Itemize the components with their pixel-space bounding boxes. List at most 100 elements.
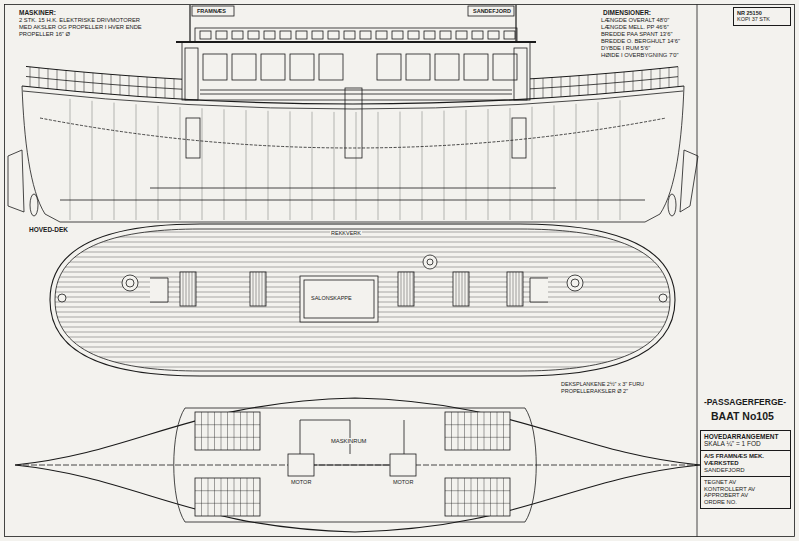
stanchion [156, 78, 157, 98]
skylight [304, 280, 374, 318]
stanchion [93, 73, 94, 93]
hull-frame [422, 111, 423, 220]
bench-slat [462, 272, 463, 306]
bench-slat [468, 272, 469, 306]
battery-cell [195, 424, 260, 425]
hull-frame [400, 112, 401, 220]
cell-text: KONTROLLERT AV [704, 486, 787, 493]
window [203, 54, 227, 80]
bench-grating [250, 272, 266, 306]
dimension: LÆNGDE MELL. PP 46'6" [600, 24, 670, 30]
deck-plank [50, 262, 675, 263]
battery-block [195, 478, 260, 516]
bench-grating [507, 272, 523, 306]
bench-slat [262, 272, 263, 306]
propeller [30, 194, 38, 216]
door [185, 48, 198, 100]
stanchion [633, 71, 634, 91]
bench [200, 90, 512, 91]
hull-frame [224, 109, 225, 220]
dimension: HØIDE I OVERBYGNING 7'0" [600, 52, 680, 58]
window [464, 54, 488, 80]
bench-slat [410, 272, 411, 306]
clerestory-window [360, 31, 371, 39]
stanchion [642, 70, 643, 90]
part-name: SALONSKAPPE [310, 295, 353, 301]
battery-cell [497, 478, 498, 516]
battery-cell [195, 490, 260, 491]
hull-frame [114, 103, 115, 220]
clerestory-window [264, 31, 275, 39]
rudder [680, 150, 698, 212]
clerestory-window [328, 31, 339, 39]
battery-cell [490, 412, 491, 450]
stanchion [138, 76, 139, 96]
cell-text: SKALA ¼" = 1 FOD [704, 440, 787, 447]
clerestory-window [408, 31, 419, 39]
hull-frame [92, 101, 93, 220]
stanchion [660, 69, 661, 89]
battery-cell [445, 503, 510, 504]
stanchion [66, 70, 67, 90]
deck-plank [50, 357, 675, 358]
bench-slat [195, 272, 196, 306]
clerestory-window [456, 31, 467, 39]
part-name: MASKINRUM [330, 438, 367, 444]
window [319, 54, 343, 80]
cell-text: SANDEFJORD [704, 467, 787, 474]
clerestory-window [376, 31, 387, 39]
drawing-number: BAAT No105 [710, 411, 775, 423]
battery-cell [227, 412, 228, 450]
bench-slat [522, 272, 523, 306]
battery-cell [451, 478, 452, 516]
deck-plank [50, 237, 675, 238]
bollard [659, 294, 667, 302]
bench [200, 94, 512, 95]
battery-cell [234, 412, 235, 450]
note-heading: MASKINER: [18, 9, 57, 16]
hull-frame [532, 107, 533, 220]
hull-frame [510, 108, 511, 220]
hatch [512, 118, 526, 158]
battery-cell [240, 412, 241, 450]
cell-heading: A/S FRAMNÆS MEK. VÆRKSTED [704, 453, 787, 467]
title-cell: TEGNET AVKONTROLLERT AVAPPROBERT AVORDRE… [700, 476, 791, 509]
battery-cell [458, 412, 459, 450]
chain-line [40, 118, 666, 148]
hatch [186, 118, 200, 158]
hull-frame [268, 111, 269, 220]
hull-frame [180, 107, 181, 220]
battery-cell [208, 478, 209, 516]
clerestory-window [424, 31, 435, 39]
bench-slat [519, 272, 520, 306]
rudder [8, 150, 24, 212]
dimension: LÆNGDE OVERALT 48'0" [600, 17, 670, 23]
battery-cell [221, 478, 222, 516]
battery-cell [214, 412, 215, 450]
deck-outline [50, 224, 675, 376]
bench-slat [513, 272, 514, 306]
bench-slat [253, 272, 254, 306]
stanchion [534, 79, 535, 99]
hull-plan [15, 398, 700, 532]
deck-plank [50, 352, 675, 353]
note-heading: DIMENSIONER: [602, 9, 652, 16]
hull-frame [576, 104, 577, 220]
deck-plank [50, 252, 675, 253]
stanchion [147, 77, 148, 97]
deck-plank [50, 332, 675, 333]
bench-slat [401, 272, 402, 306]
bench-slat [413, 272, 414, 306]
companionway [345, 88, 362, 158]
part-name: MOTOR [290, 479, 312, 485]
battery-cell [221, 412, 222, 450]
title-cell: A/S FRAMNÆS MEK. VÆRKSTEDSANDEFJORD [700, 450, 791, 477]
flag-text: FRAMNÆS [196, 8, 227, 14]
battery-cell [214, 478, 215, 516]
battery-cell [208, 412, 209, 450]
deck-plank [50, 337, 675, 338]
cell-heading: NR 25150 [737, 10, 787, 16]
battery-cell [247, 412, 248, 450]
hull-frame [356, 112, 357, 220]
bench-grating [453, 272, 469, 306]
